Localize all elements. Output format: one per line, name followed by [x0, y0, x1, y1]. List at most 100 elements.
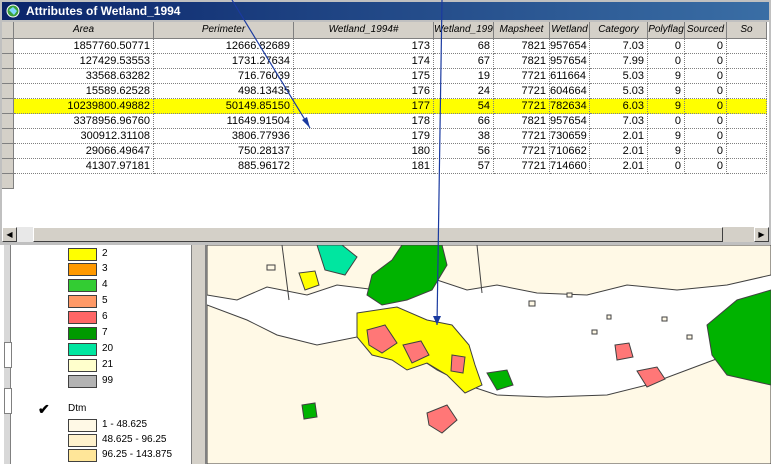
- table-cell[interactable]: 9: [648, 84, 685, 99]
- table-cell[interactable]: 68: [434, 39, 494, 54]
- scroll-right-button[interactable]: ▶: [754, 227, 769, 242]
- table-cell[interactable]: 0: [648, 114, 685, 129]
- table-cell[interactable]: 0: [648, 39, 685, 54]
- scroll-left-button[interactable]: ◀: [2, 227, 17, 242]
- table-cell[interactable]: [727, 54, 767, 69]
- table-cell[interactable]: 0: [685, 159, 727, 174]
- column-header[interactable]: Polyflag: [648, 22, 685, 39]
- column-header[interactable]: Mapsheet: [494, 22, 550, 39]
- table-cell[interactable]: 177: [294, 99, 434, 114]
- table-horizontal-scrollbar[interactable]: ◀ ▶: [2, 227, 769, 242]
- table-cell[interactable]: 2.01: [590, 129, 648, 144]
- table-cell[interactable]: 0: [685, 69, 727, 84]
- table-cell[interactable]: 5.03: [590, 69, 648, 84]
- table-cell[interactable]: 15589.62528: [14, 84, 154, 99]
- table-cell[interactable]: 0: [685, 144, 727, 159]
- toc-vertical-scrollbar[interactable]: [191, 245, 205, 464]
- table-cell[interactable]: 7721: [494, 84, 550, 99]
- table-cell[interactable]: 885.96172: [154, 159, 294, 174]
- column-header[interactable]: Area: [14, 22, 154, 39]
- table-cell[interactable]: [727, 159, 767, 174]
- table-cell[interactable]: 173: [294, 39, 434, 54]
- table-cell[interactable]: 0: [685, 129, 727, 144]
- table-cell[interactable]: 19: [434, 69, 494, 84]
- table-cell[interactable]: 9: [648, 129, 685, 144]
- window-title-bar[interactable]: Attributes of Wetland_1994: [2, 2, 769, 20]
- toc-resize-handle[interactable]: [4, 388, 12, 414]
- table-cell[interactable]: 7721: [494, 144, 550, 159]
- table-cell[interactable]: 0: [648, 159, 685, 174]
- table-cell[interactable]: 9: [648, 99, 685, 114]
- table-cell[interactable]: 7721: [494, 159, 550, 174]
- column-header[interactable]: Wetland: [550, 22, 590, 39]
- map-canvas[interactable]: [207, 245, 771, 464]
- table-cell[interactable]: 498.13435: [154, 84, 294, 99]
- table-cell[interactable]: 41307.97181: [14, 159, 154, 174]
- table-cell[interactable]: 0: [685, 39, 727, 54]
- table-cell[interactable]: 750.28137: [154, 144, 294, 159]
- scroll-thumb[interactable]: [33, 227, 723, 242]
- scroll-track[interactable]: [17, 227, 33, 242]
- table-cell[interactable]: 7.03: [590, 39, 648, 54]
- table-cell[interactable]: 3378956.96760: [14, 114, 154, 129]
- table-cell[interactable]: 57: [434, 159, 494, 174]
- table-cell[interactable]: 54: [434, 99, 494, 114]
- column-header[interactable]: Category: [590, 22, 648, 39]
- row-selector[interactable]: [2, 114, 14, 129]
- table-cell[interactable]: 3806.77936: [154, 129, 294, 144]
- table-cell[interactable]: 710662: [550, 144, 590, 159]
- table-cell[interactable]: 957654: [550, 114, 590, 129]
- table-cell[interactable]: [727, 129, 767, 144]
- table-cell[interactable]: 174: [294, 54, 434, 69]
- column-header[interactable]: Sourced: [685, 22, 727, 39]
- table-cell[interactable]: 56: [434, 144, 494, 159]
- table-cell[interactable]: 9: [648, 69, 685, 84]
- table-cell[interactable]: 2.01: [590, 159, 648, 174]
- table-cell[interactable]: 714660: [550, 159, 590, 174]
- table-cell[interactable]: 0: [685, 99, 727, 114]
- column-header[interactable]: Perimeter: [154, 22, 294, 39]
- table-cell[interactable]: 716.76039: [154, 69, 294, 84]
- table-cell[interactable]: 175: [294, 69, 434, 84]
- table-cell[interactable]: 176: [294, 84, 434, 99]
- table-cell[interactable]: 604664: [550, 84, 590, 99]
- table-cell[interactable]: [727, 69, 767, 84]
- table-cell[interactable]: 33568.63282: [14, 69, 154, 84]
- table-cell[interactable]: 1731.27634: [154, 54, 294, 69]
- table-corner[interactable]: [2, 22, 14, 39]
- row-selector[interactable]: [2, 144, 14, 159]
- table-cell[interactable]: 66: [434, 114, 494, 129]
- column-header[interactable]: Wetland_1994#: [294, 22, 434, 39]
- dtm-visibility-checkbox[interactable]: ✔: [38, 401, 50, 417]
- table-cell[interactable]: 7721: [494, 99, 550, 114]
- table-cell[interactable]: 0: [685, 54, 727, 69]
- table-cell[interactable]: 67: [434, 54, 494, 69]
- row-selector[interactable]: [2, 99, 14, 114]
- table-cell[interactable]: 7721: [494, 69, 550, 84]
- row-selector[interactable]: [2, 39, 14, 54]
- table-cell[interactable]: 127429.53553: [14, 54, 154, 69]
- toc-resize-handle[interactable]: [4, 342, 12, 368]
- table-cell[interactable]: 178: [294, 114, 434, 129]
- table-cell[interactable]: 1857760.50771: [14, 39, 154, 54]
- table-cell[interactable]: 7.99: [590, 54, 648, 69]
- table-cell[interactable]: [727, 114, 767, 129]
- table-cell[interactable]: 29066.49647: [14, 144, 154, 159]
- table-cell[interactable]: 24: [434, 84, 494, 99]
- table-cell[interactable]: 730659: [550, 129, 590, 144]
- column-header[interactable]: So: [727, 22, 767, 39]
- table-cell[interactable]: 0: [685, 84, 727, 99]
- row-selector[interactable]: [2, 174, 14, 189]
- column-header[interactable]: Wetland_1994-id: [434, 22, 494, 39]
- table-cell[interactable]: 179: [294, 129, 434, 144]
- row-selector[interactable]: [2, 159, 14, 174]
- table-cell[interactable]: 7821: [494, 114, 550, 129]
- table-cell[interactable]: 38: [434, 129, 494, 144]
- table-cell[interactable]: 12666.82689: [154, 39, 294, 54]
- row-selector[interactable]: [2, 129, 14, 144]
- table-cell[interactable]: 0: [648, 54, 685, 69]
- table-cell[interactable]: [727, 144, 767, 159]
- row-selector[interactable]: [2, 54, 14, 69]
- table-cell[interactable]: 181: [294, 159, 434, 174]
- table-cell[interactable]: [727, 39, 767, 54]
